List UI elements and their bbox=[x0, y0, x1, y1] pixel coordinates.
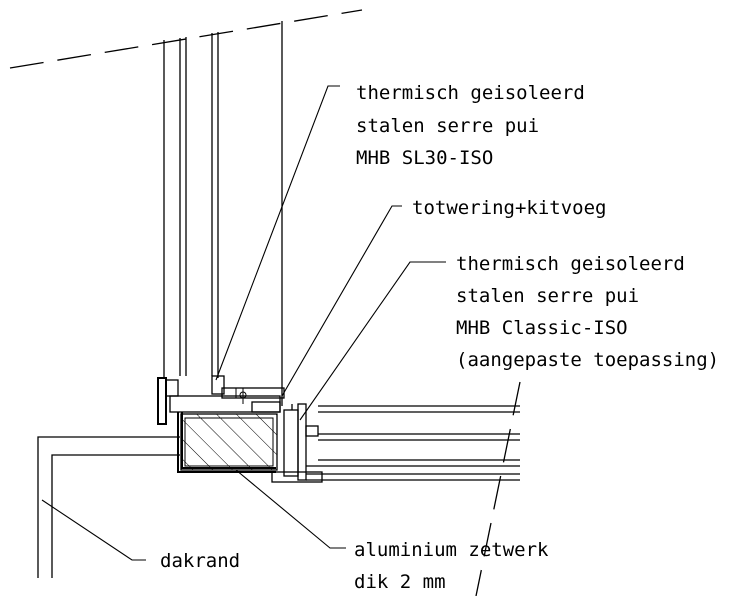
label-classic-line3: MHB Classic-ISO bbox=[456, 317, 628, 339]
break-line-right bbox=[475, 381, 521, 596]
classic-iso-frame bbox=[271, 403, 520, 483]
label-aluminium-line2: dik 2 mm bbox=[354, 571, 446, 593]
leader-lines bbox=[41, 85, 446, 561]
break-line-top bbox=[9, 9, 363, 69]
aluminium-zetwerk bbox=[177, 412, 276, 473]
hatched-beam bbox=[180, 413, 278, 471]
dakrand-outline bbox=[37, 436, 180, 578]
label-classic-line1: thermisch geisoleerd bbox=[456, 253, 685, 275]
label-classic-line2: stalen serre pui bbox=[456, 285, 639, 307]
label-sl30-line3: MHB SL30-ISO bbox=[356, 147, 493, 169]
label-sl30-line1: thermisch geisoleerd bbox=[356, 82, 585, 104]
label-dakrand: dakrand bbox=[160, 550, 240, 572]
label-totwering: totwering+kitvoeg bbox=[412, 197, 606, 219]
label-classic-line4: (aangepaste toepassing) bbox=[456, 349, 719, 371]
sl30-frame-lines bbox=[163, 21, 283, 406]
label-aluminium-line1: aluminium zetwerk bbox=[354, 539, 549, 561]
label-sl30-line2: stalen serre pui bbox=[356, 115, 539, 137]
